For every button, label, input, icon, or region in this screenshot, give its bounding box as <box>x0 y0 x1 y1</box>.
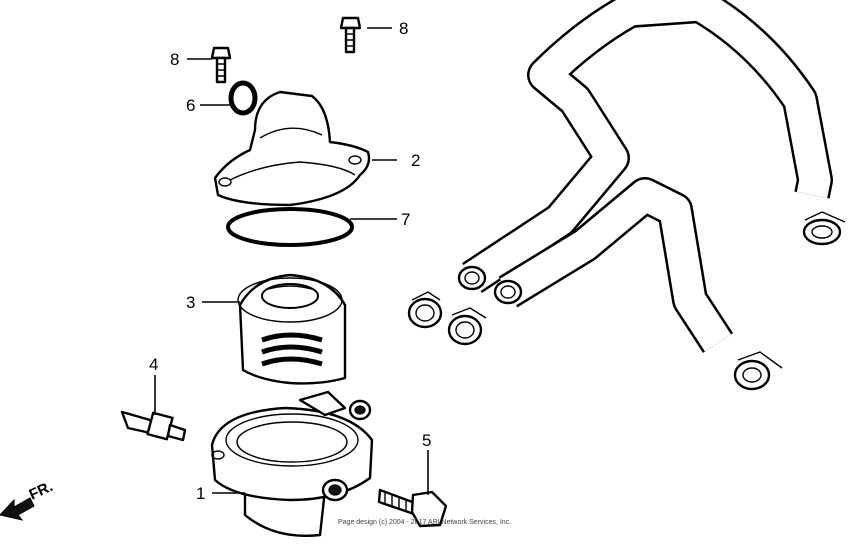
hose-clamp[interactable] <box>802 211 846 246</box>
copyright-notice: Page design (c) 2004 - 2017 ARI Network … <box>338 519 511 526</box>
bolt[interactable] <box>210 46 232 84</box>
lower-hose[interactable] <box>493 177 734 353</box>
callout-number: 8 <box>170 50 179 69</box>
gasket-ring[interactable] <box>226 207 354 247</box>
callout-number: 8 <box>399 19 408 38</box>
thermostat-housing[interactable] <box>210 390 374 537</box>
temperature-sensor[interactable] <box>120 410 187 442</box>
leader-lines <box>154 27 429 495</box>
direction-label: FR. <box>27 478 56 504</box>
callout-number: 6 <box>186 96 195 115</box>
callout-number: 2 <box>411 151 420 170</box>
callout-number: 1 <box>196 484 205 503</box>
thermostat[interactable] <box>237 273 347 385</box>
front-direction-arrow-icon <box>0 497 35 521</box>
hose-clamp[interactable] <box>733 351 783 391</box>
hose-clamp[interactable] <box>447 307 487 346</box>
callout-number: 7 <box>401 210 410 229</box>
o-ring[interactable] <box>228 80 258 116</box>
thermostat-cover[interactable] <box>213 90 371 207</box>
hose-clamp[interactable] <box>407 291 443 329</box>
bolt[interactable] <box>339 16 362 54</box>
upper-hose[interactable] <box>457 0 833 294</box>
callout-number: 5 <box>422 431 431 450</box>
flange-bolt[interactable] <box>377 488 448 528</box>
callout-number: 3 <box>186 293 195 312</box>
callout-number: 4 <box>149 355 158 374</box>
